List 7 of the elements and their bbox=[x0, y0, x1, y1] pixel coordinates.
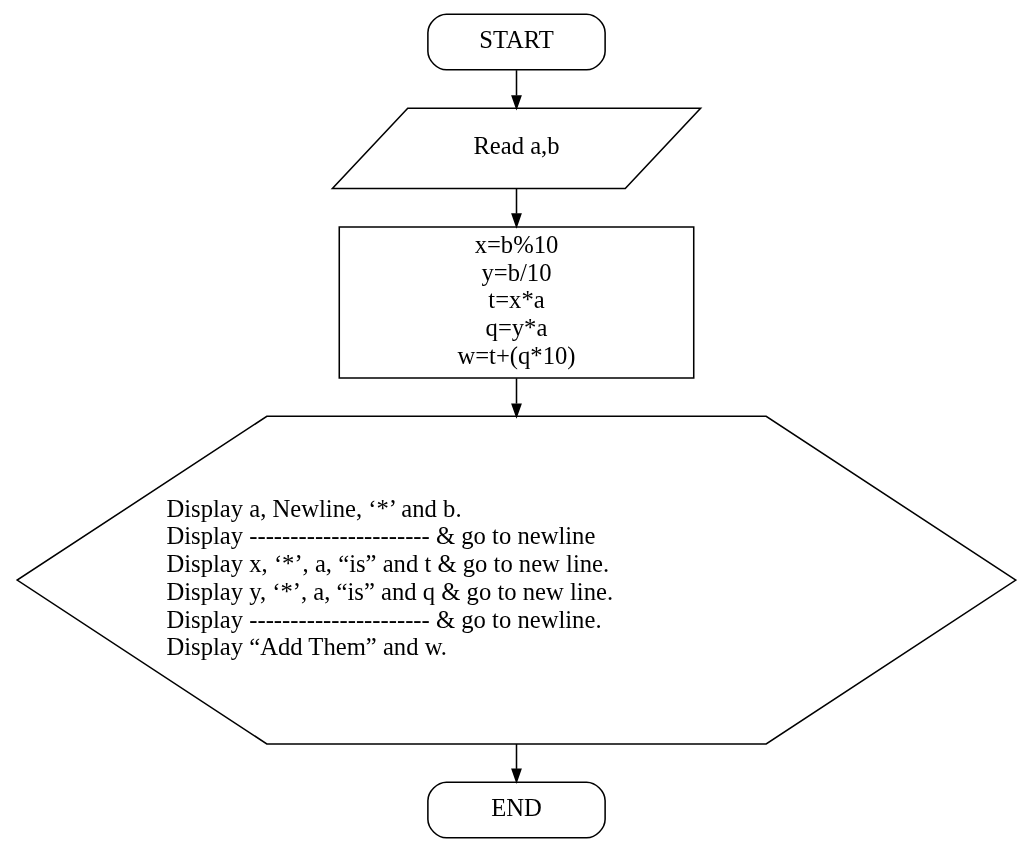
arrow bbox=[511, 743, 522, 784]
arrow bbox=[511, 69, 522, 111]
node-box: x=b%10 y=b/10 t=x*a q=y*a w=t+(q*10) bbox=[338, 226, 695, 379]
node-box: START bbox=[427, 13, 606, 71]
node-box: END bbox=[427, 781, 606, 839]
arrow bbox=[511, 188, 522, 229]
arrow bbox=[511, 377, 522, 419]
